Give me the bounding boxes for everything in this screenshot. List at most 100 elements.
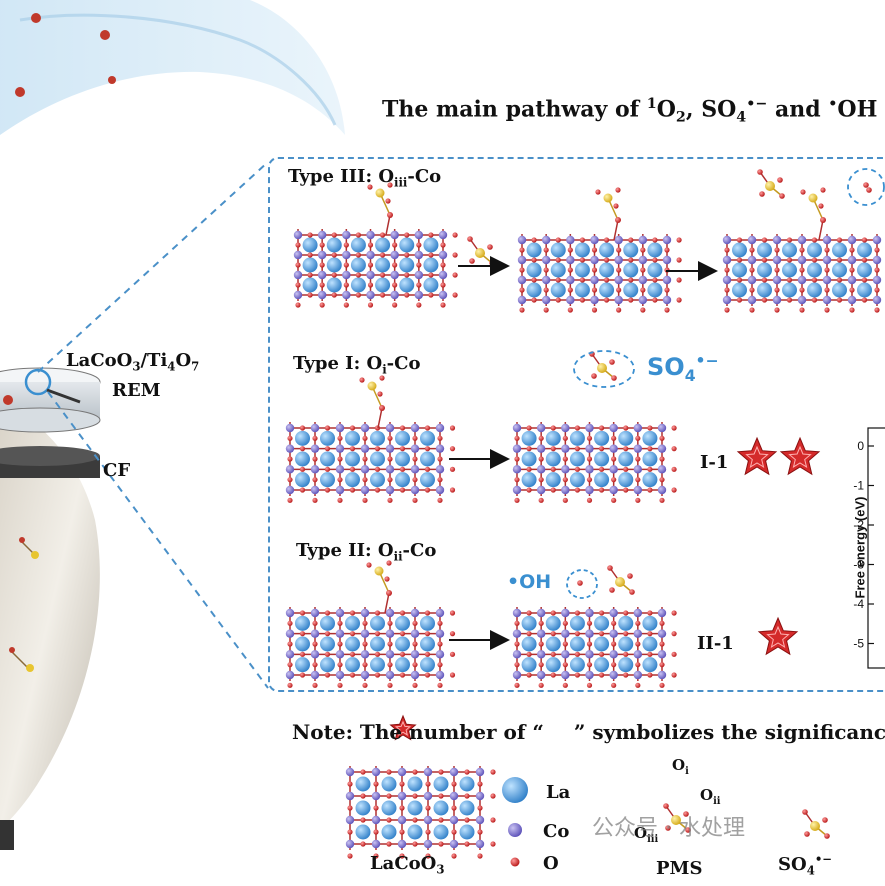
type-ii-prefix: Type II: O bbox=[296, 540, 394, 561]
legend-la: La bbox=[546, 782, 571, 803]
type-iii-sub: iii bbox=[394, 175, 408, 190]
so4-molecule-iii bbox=[757, 169, 785, 199]
legend-oi: Oi bbox=[672, 756, 689, 777]
title-oh: OH bbox=[837, 96, 878, 123]
so4-circle bbox=[573, 350, 635, 388]
legend-so4-prefix: SO bbox=[778, 854, 807, 875]
type-i-suffix: -Co bbox=[386, 353, 421, 374]
diagram-title: The main pathway of 1O2, SO4•− and •OH bbox=[382, 96, 877, 126]
legend-so4-molecule bbox=[802, 809, 830, 839]
type-iii-suffix: -Co bbox=[407, 166, 442, 187]
rem-sublabel: REM bbox=[112, 380, 161, 401]
legend-oi-sub: i bbox=[685, 766, 689, 777]
o2-atom-a bbox=[863, 182, 869, 188]
type-i-prefix: Type I: O bbox=[293, 353, 383, 374]
legend-co: Co bbox=[543, 821, 570, 842]
water-splash bbox=[0, 0, 345, 135]
title-dot: • bbox=[828, 96, 838, 112]
oh-product-label: •OH bbox=[507, 571, 552, 593]
legend-co-atom bbox=[508, 823, 522, 837]
type-iii-prefix: Type III: O bbox=[288, 166, 395, 187]
so4-product-sup: •− bbox=[695, 352, 719, 370]
type-ii-sub: ii bbox=[393, 549, 403, 564]
energy-tick-label: -1 bbox=[853, 479, 864, 493]
title-and: and bbox=[767, 96, 829, 123]
title-prefix: The main pathway of bbox=[382, 96, 647, 123]
energy-tick-label: -5 bbox=[853, 637, 864, 651]
i1-label: I-1 bbox=[700, 452, 729, 473]
so4-radical-molecule bbox=[589, 351, 617, 381]
rem-sub7: 7 bbox=[191, 359, 200, 374]
title-sub4: 4 bbox=[736, 109, 747, 126]
rem-formula-c: O bbox=[175, 350, 192, 371]
type-i-label: Type I: Oi-Co bbox=[293, 353, 420, 377]
slab-ii-2 bbox=[512, 607, 677, 688]
type-iii-label: Type III: Oiii-Co bbox=[288, 166, 441, 190]
star-icon bbox=[779, 436, 821, 476]
watermark-text: 公众号 · 水处理 bbox=[592, 816, 745, 841]
legend-o-atom bbox=[510, 857, 520, 867]
energy-tick-label: -2 bbox=[853, 518, 864, 532]
so4-product-sub: 4 bbox=[684, 366, 696, 385]
title-sup-rad: •− bbox=[746, 96, 768, 112]
legend-pms-molecule bbox=[663, 803, 691, 833]
note-prefix: Note: The number of “ bbox=[292, 720, 544, 744]
pathway-panel bbox=[268, 157, 885, 692]
type-ii-label: Type II: Oii-Co bbox=[296, 540, 436, 564]
ii1-label: II-1 bbox=[697, 633, 734, 654]
so4-product-label: SO4•− bbox=[647, 352, 719, 385]
slab-iii-2 bbox=[517, 187, 682, 313]
legend-oi-prefix: O bbox=[672, 756, 686, 774]
title-so: , SO bbox=[685, 96, 737, 123]
slab-i-1 bbox=[285, 375, 456, 503]
legend-lacoo3: LaCoO3 bbox=[370, 853, 444, 877]
energy-tick-label: -4 bbox=[853, 597, 864, 611]
legend-so4-sup: •− bbox=[814, 852, 833, 866]
slab-iii-1 bbox=[293, 182, 458, 308]
legend-oii-sub: ii bbox=[713, 796, 721, 807]
legend-lacoo3-sub: 3 bbox=[436, 862, 445, 877]
membrane-rock bbox=[0, 400, 100, 830]
rem-formula-a: LaCoO bbox=[66, 350, 133, 371]
legend-oiii-prefix: O bbox=[634, 824, 648, 842]
rem-label: LaCoO3/Ti4O7 bbox=[66, 350, 199, 374]
legend-so4: SO4•− bbox=[778, 852, 832, 878]
energy-axis bbox=[867, 427, 885, 669]
o2-atom-b bbox=[866, 187, 872, 193]
legend-oii: Oii bbox=[700, 786, 721, 807]
note-suffix: ” symbolizes the significanc bbox=[573, 720, 885, 744]
note-text: Note: The number of “ ” symbolizes the si… bbox=[292, 720, 885, 744]
oh-circle bbox=[566, 569, 598, 599]
so4-molecule-ii bbox=[607, 565, 635, 595]
star-icon bbox=[757, 616, 799, 656]
legend-la-atom bbox=[502, 777, 528, 803]
magnifier-icon bbox=[24, 368, 52, 396]
energy-tick-label: 0 bbox=[857, 439, 864, 453]
type-i-sub: i bbox=[382, 362, 387, 377]
title-sup1: 1 bbox=[646, 96, 657, 112]
slab-ii-1 bbox=[285, 560, 456, 688]
energy-tick-label: -3 bbox=[853, 558, 864, 572]
energy-axis-label: Free energy (eV) bbox=[852, 496, 868, 599]
title-o: O bbox=[656, 96, 676, 123]
rem-formula-b: /Ti bbox=[140, 350, 168, 371]
note-star-icon-shape bbox=[389, 714, 417, 741]
legend-lacoo3-prefix: LaCoO bbox=[370, 853, 437, 874]
legend-o: O bbox=[543, 853, 559, 874]
oh-radical-atom bbox=[577, 580, 583, 586]
legend-oiii: Oiii bbox=[634, 824, 658, 845]
so4-product-prefix: SO bbox=[647, 353, 685, 381]
legend-oii-prefix: O bbox=[700, 786, 714, 804]
star-icon bbox=[736, 436, 778, 476]
pms-molecule-free bbox=[467, 236, 495, 266]
legend-so4-sub: 4 bbox=[806, 863, 815, 878]
rem-sub4: 4 bbox=[167, 359, 176, 374]
legend-oiii-sub: iii bbox=[647, 834, 659, 845]
cf-label: CF bbox=[103, 460, 131, 481]
legend-pms: PMS bbox=[656, 858, 703, 879]
rem-sub3: 3 bbox=[132, 359, 141, 374]
legend-lacoo3-slab bbox=[345, 766, 496, 859]
title-sub2: 2 bbox=[675, 109, 686, 126]
